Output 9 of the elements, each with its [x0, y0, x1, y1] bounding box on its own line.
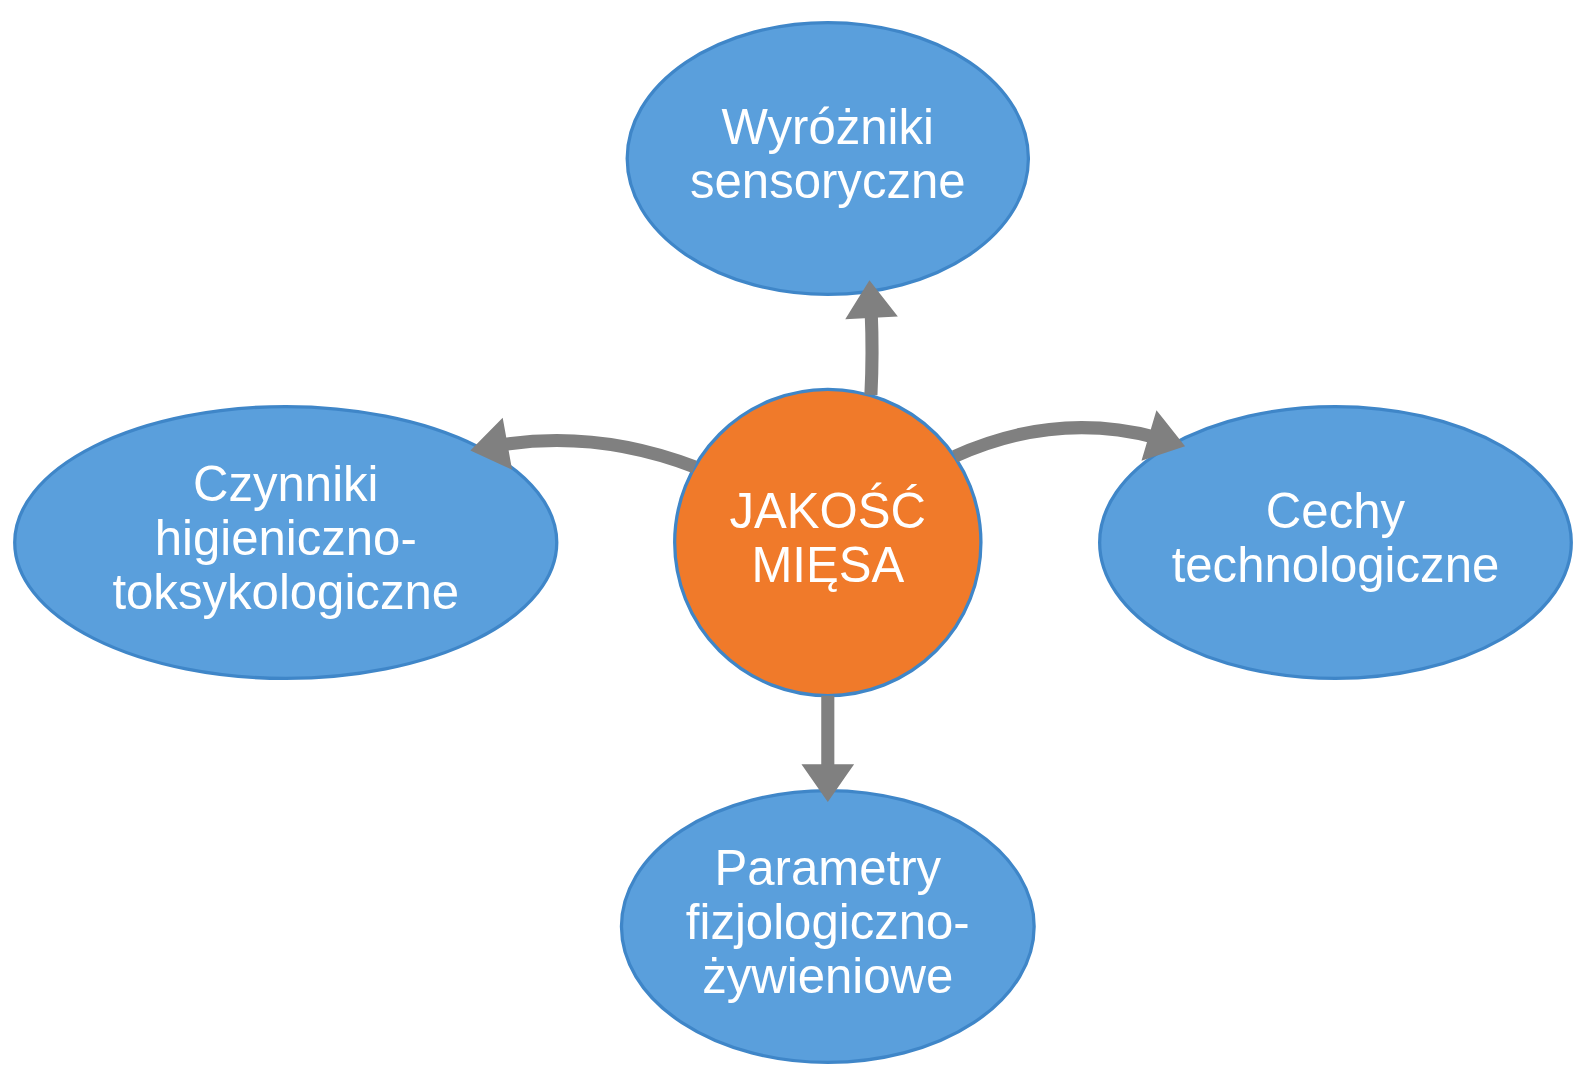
arrow: [952, 410, 1186, 463]
node-circle: JAKOŚĆ MIĘSA: [673, 387, 983, 698]
node-ellipse: Parametry fizjologiczno-żywieniowe: [619, 788, 1036, 1065]
arrow: [801, 695, 855, 802]
node-ellipse: Wyróżniki sensoryczne: [625, 20, 1031, 297]
arrow: [845, 280, 898, 396]
node-ellipse: Cechy technologiczne: [1098, 404, 1573, 681]
arrow: [470, 417, 697, 474]
node-ellipse: Czynniki higieniczno-toksykologiczne: [13, 404, 559, 681]
